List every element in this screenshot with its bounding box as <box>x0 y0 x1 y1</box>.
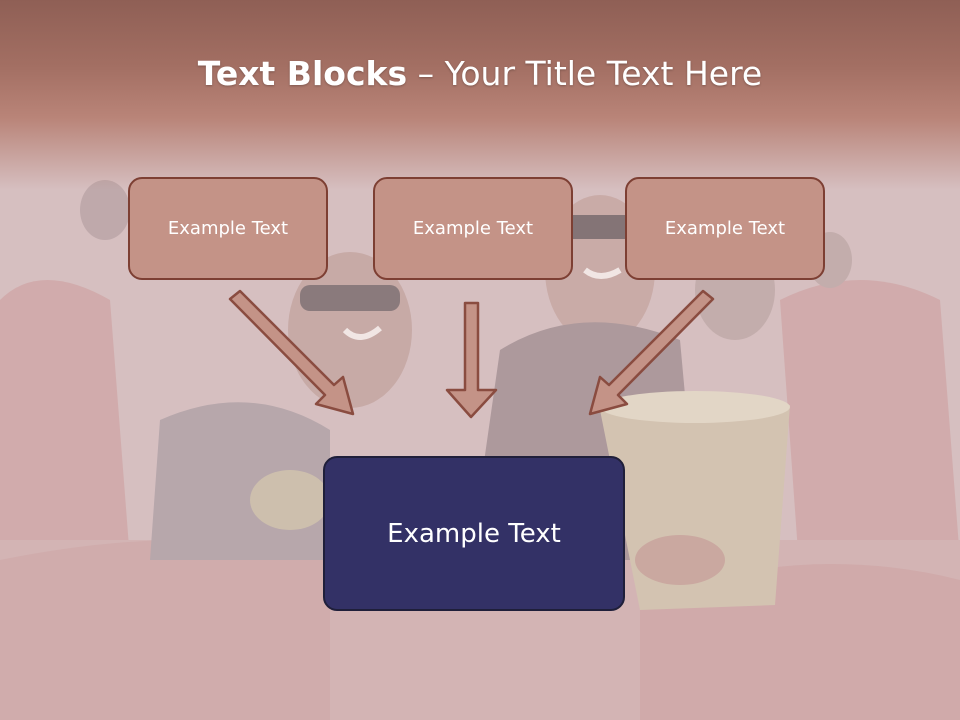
text-box-top-left[interactable]: Example Text <box>128 177 328 280</box>
arrow-right-icon <box>588 289 715 416</box>
text-box-bottom[interactable]: Example Text <box>323 456 625 611</box>
header-band <box>0 0 960 190</box>
title-bold-part: Text Blocks <box>197 54 408 93</box>
text-box-top-right[interactable]: Example Text <box>625 177 825 280</box>
title-rest: Your Title Text Here <box>444 54 763 93</box>
slide-title: Text Blocks – Your Title Text Here <box>0 52 960 96</box>
arrow-left-icon <box>228 289 355 416</box>
title-dash: – <box>407 54 445 93</box>
arrow-down-icon <box>445 301 498 419</box>
text-box-top-center[interactable]: Example Text <box>373 177 573 280</box>
